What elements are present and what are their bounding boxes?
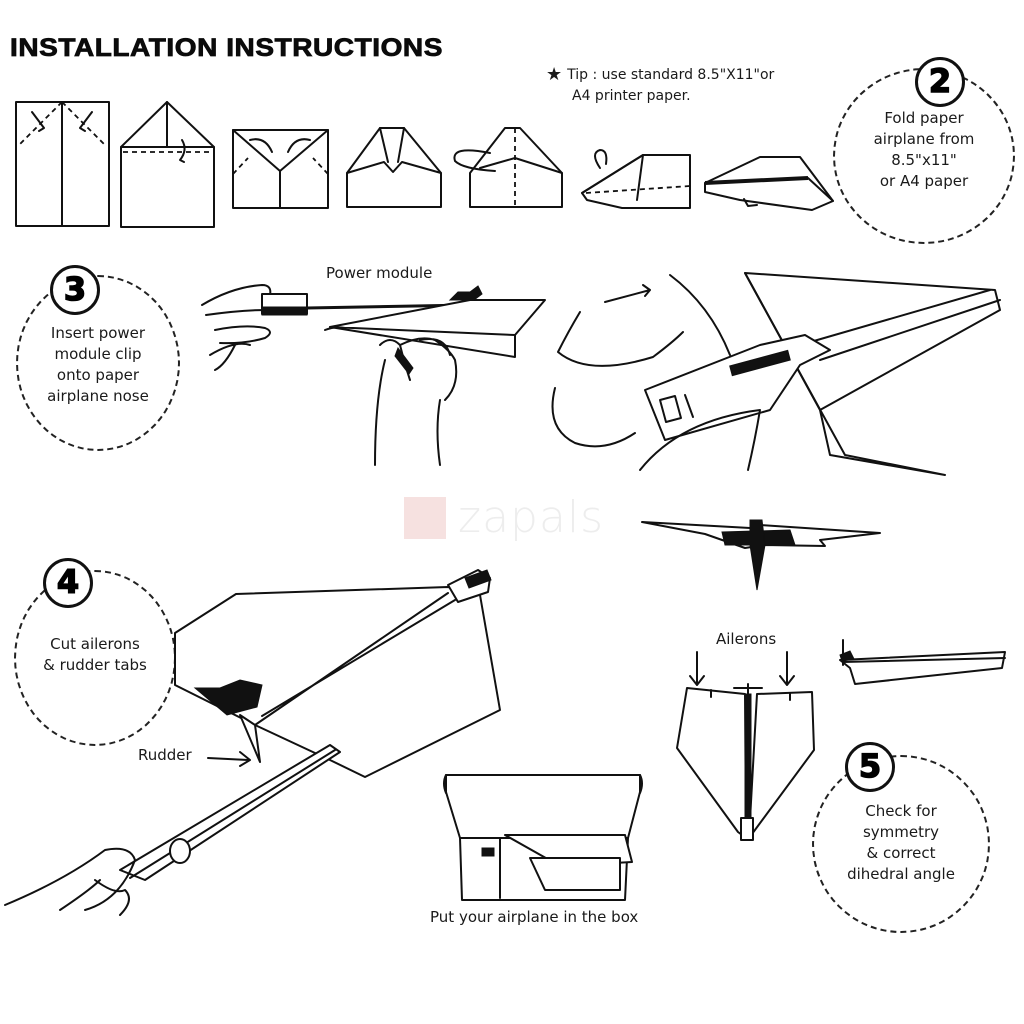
step-2-number-badge: 2 <box>915 57 965 107</box>
box-label: Put your airplane in the box <box>430 908 639 926</box>
step-3-text: Insert power module clip onto paper airp… <box>18 323 178 407</box>
step-3-line: airplane nose <box>47 387 149 405</box>
step-2-text: Fold paper airplane from 8.5"x11" or A4 … <box>835 108 1013 192</box>
step-2-line: 8.5"x11" <box>891 151 957 169</box>
cut-ailerons-illustration <box>4 569 643 916</box>
fold-stage-7 <box>704 156 834 211</box>
power-module-label: Power module <box>326 264 433 282</box>
watermark-text: zapals <box>458 492 605 543</box>
watermark-logo <box>404 496 446 539</box>
step-3-line: onto paper <box>56 366 140 384</box>
step-4-number-badge: 4 <box>43 558 93 608</box>
step-3-line: Insert power <box>50 324 146 342</box>
page-title: INSTALLATION INSTRUCTIONS <box>10 34 443 63</box>
step-5-line: Check for <box>865 802 937 820</box>
fold-stage-5 <box>453 127 563 208</box>
step-3-line: module clip <box>54 345 142 363</box>
step-3-number-badge: 3 <box>50 265 100 315</box>
step-2-callout: Fold paper airplane from 8.5"x11" or A4 … <box>833 68 1015 244</box>
fold-stage-2 <box>120 101 215 228</box>
fold-stage-6 <box>581 149 691 209</box>
fold-stage-1 <box>15 101 110 227</box>
step-5-number-badge: 5 <box>845 742 895 792</box>
step-5-line: symmetry <box>862 823 940 841</box>
step-2-line: or A4 paper <box>879 172 969 190</box>
step-5-callout: Check for symmetry & correct dihedral an… <box>812 755 990 933</box>
step-5-line: dihedral angle <box>847 865 955 883</box>
step-3-callout: Insert power module clip onto paper airp… <box>16 275 180 451</box>
paper-tip: ★Tip : use standard 8.5"X11"or A4 printe… <box>546 64 774 107</box>
ailerons-label: Ailerons <box>716 630 777 648</box>
tip-line-1: Tip : use standard 8.5"X11"or <box>567 67 775 83</box>
step-4-line: & rudder tabs <box>43 656 147 674</box>
star-icon: ★ <box>546 64 563 85</box>
fold-stage-3 <box>232 129 329 209</box>
folding-sequence <box>15 101 834 228</box>
insert-power-module-illustration <box>201 272 1001 476</box>
step-4-text: Cut ailerons & rudder tabs <box>16 634 174 676</box>
step-5-text: Check for symmetry & correct dihedral an… <box>814 801 988 885</box>
step-2-line: Fold paper <box>884 109 964 127</box>
fold-stage-4 <box>346 127 442 208</box>
step-2-line: airplane from <box>873 130 975 148</box>
tip-line-2: A4 printer paper. <box>572 88 691 104</box>
rudder-label: Rudder <box>138 746 192 764</box>
step-4-line: Cut ailerons <box>50 635 140 653</box>
step-5-line: & correct <box>866 844 936 862</box>
plane-front-view <box>641 519 881 591</box>
plane-top-view <box>676 639 1006 841</box>
watermark: zapals <box>404 492 604 543</box>
